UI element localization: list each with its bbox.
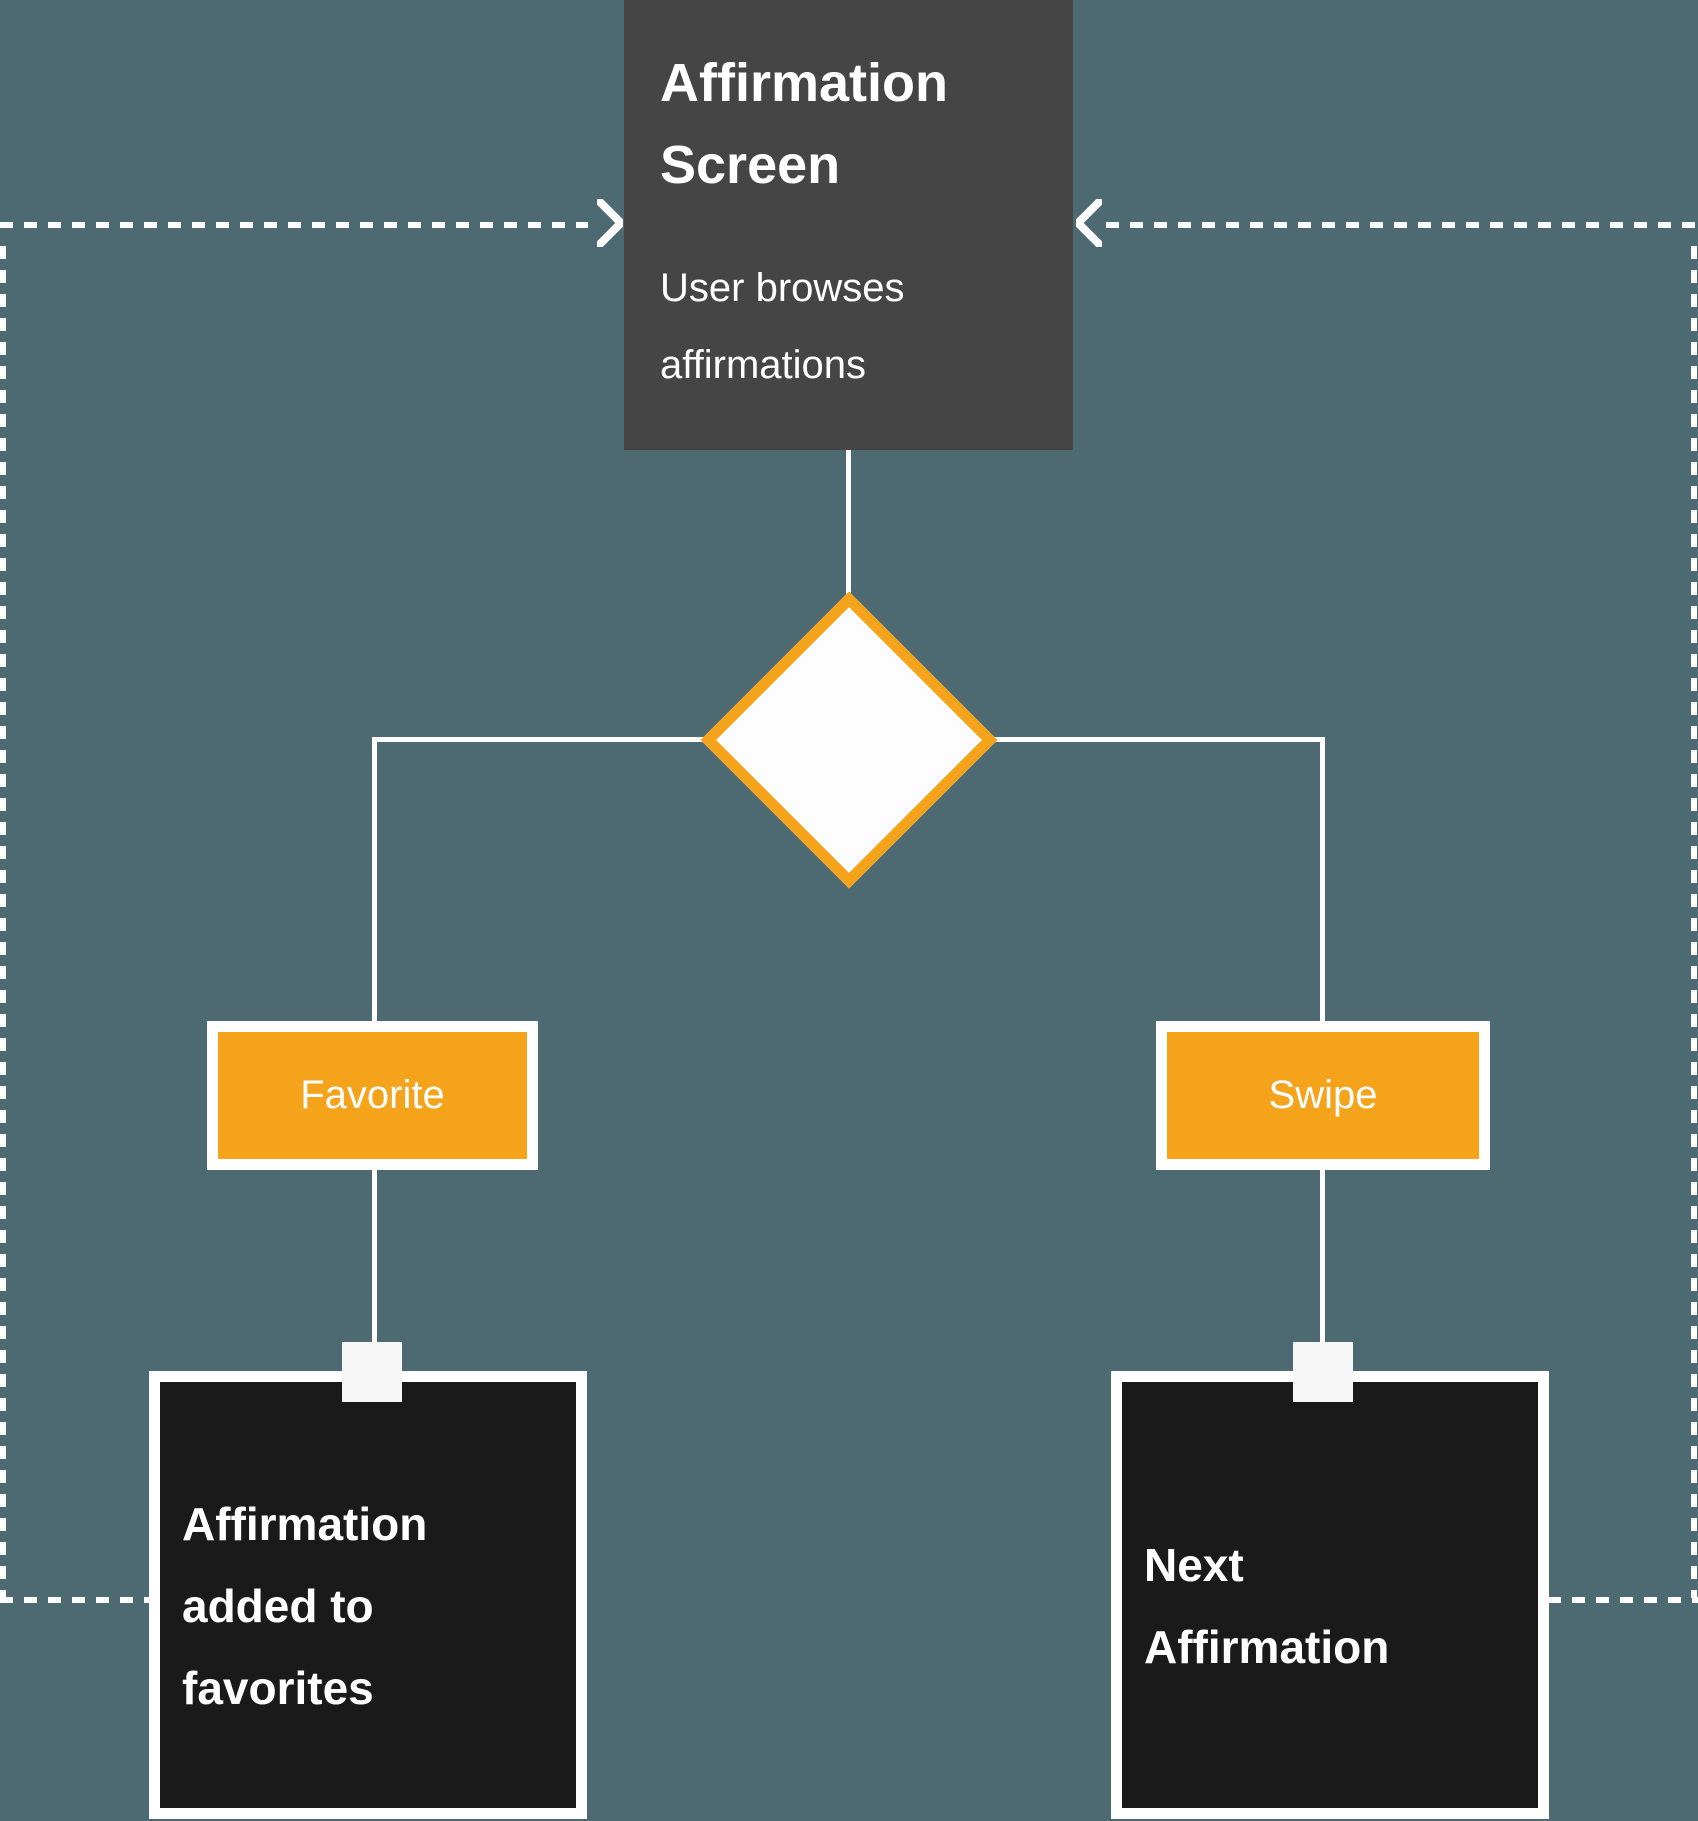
node-swipe-action: Swipe [1156,1021,1490,1170]
loopback-left-vertical-dashed-line [0,246,6,1598]
loopback-right-top-dashed-line [1106,222,1698,228]
node-affirmation-added-outcome: Affirmation added to favorites [149,1371,587,1819]
connector-square-right [1293,1342,1353,1402]
loopback-right-bottom-dashed-line [1548,1597,1698,1603]
swipe-action-label: Swipe [1268,1073,1378,1117]
node-favorite-action: Favorite [207,1021,538,1170]
edge-favorite-to-outcome [372,1169,377,1344]
favorite-action-label: Favorite [300,1073,445,1117]
loopback-left-bottom-dashed-line [0,1597,150,1603]
arrowhead-right-icon [597,199,623,247]
edge-swipe-to-outcome [1320,1169,1325,1344]
edge-branch-to-swipe [1320,737,1325,1021]
screen-node-subtitle: User browses affirmations [660,266,905,387]
affirmation-added-label: Affirmation added to favorites [182,1498,428,1714]
screen-node-title: Affirmation Screen [660,53,948,196]
arrowhead-left-icon [1076,199,1102,247]
next-affirmation-label: Next Affirmation [1144,1539,1390,1673]
edge-branch-to-favorite [372,737,377,1021]
connector-square-left [342,1342,402,1402]
node-next-affirmation-outcome: Next Affirmation [1111,1371,1549,1819]
loopback-left-top-dashed-line [0,222,588,228]
node-decision-diamond [700,591,998,889]
loopback-right-vertical-dashed-line [1691,246,1697,1598]
node-affirmation-screen: Affirmation Screen User browses affirmat… [624,0,1073,450]
